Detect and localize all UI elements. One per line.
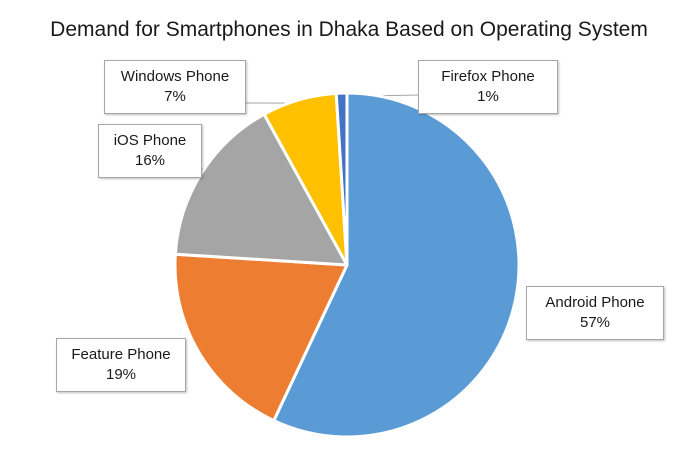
label-windows-phone-name: Windows Phone <box>120 68 230 85</box>
label-windows-phone-value: 7% <box>164 88 186 105</box>
label-feature-phone-name: Feature Phone <box>71 346 171 363</box>
pie-slices <box>173 91 521 439</box>
label-windows-phone: Windows Phone 7% <box>104 60 246 114</box>
pie-slice-feature-phone <box>173 252 349 423</box>
label-firefox-phone-name: Firefox Phone <box>441 68 535 85</box>
label-ios-phone-name: iOS Phone <box>113 132 187 149</box>
label-firefox-phone-value: 1% <box>477 88 499 105</box>
chart-title: Demand for Smartphones in Dhaka Based on… <box>50 18 648 41</box>
pie-slice-android-phone <box>272 91 521 439</box>
label-feature-phone: Feature Phone 19% <box>56 338 186 392</box>
label-ios-phone: iOS Phone 16% <box>98 124 202 178</box>
label-android-phone-name: Android Phone <box>545 294 645 311</box>
label-android-phone: Android Phone 57% <box>526 286 664 340</box>
label-ios-phone-value: 16% <box>134 152 166 169</box>
pie-slice-firefox-phone <box>334 91 349 267</box>
label-feature-phone-value: 19% <box>105 366 137 383</box>
label-firefox-phone: Firefox Phone 1% <box>418 60 558 114</box>
label-android-phone-value: 57% <box>579 314 611 331</box>
